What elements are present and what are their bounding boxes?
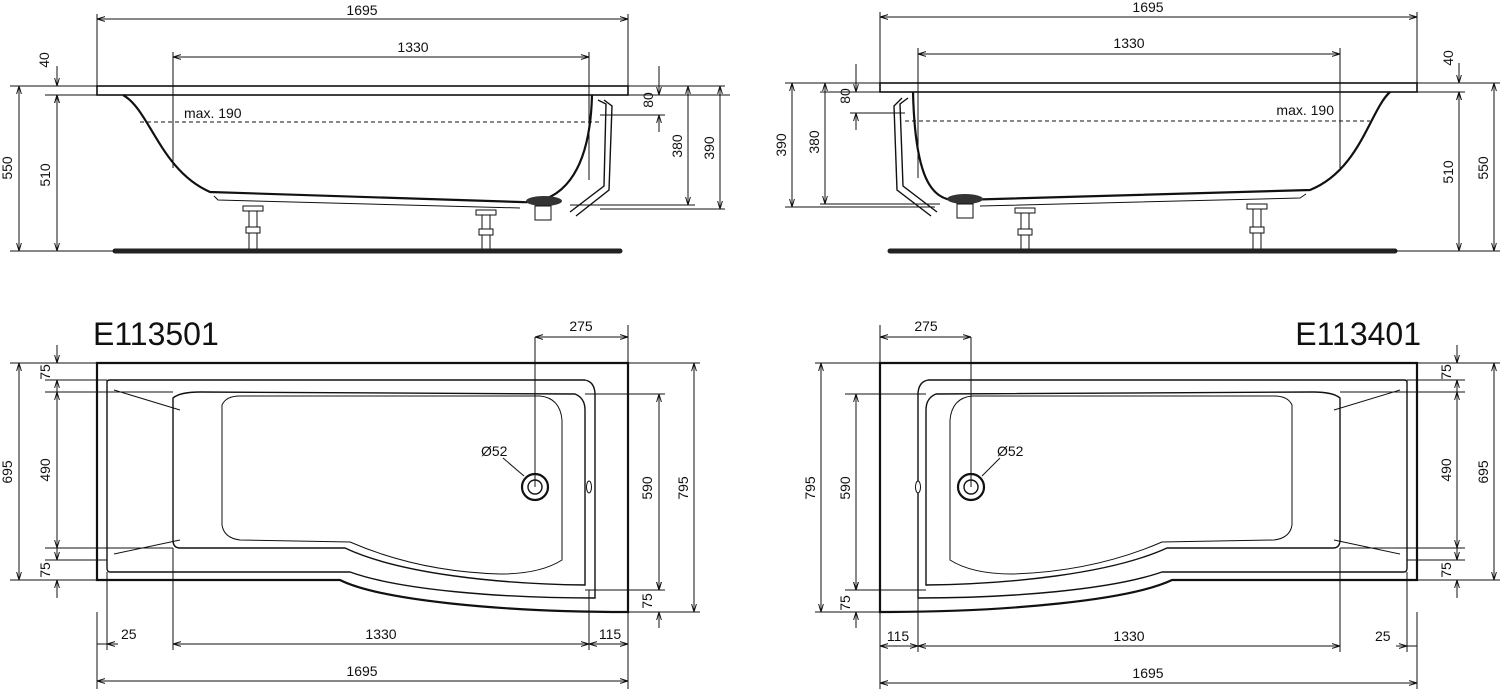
dim-inner-length: 1330	[397, 39, 428, 55]
dim-offset-right: 25	[1375, 628, 1391, 644]
dim-edge-bottom: 75	[1438, 562, 1454, 578]
dim-inner-wide: 590	[837, 476, 853, 500]
max-water-label: max. 190	[184, 105, 242, 121]
dim-width-narrow: 695	[1475, 460, 1491, 484]
dim-h380: 380	[669, 134, 685, 158]
dim-length: 1695	[1132, 0, 1163, 15]
overflow-hole	[586, 480, 592, 494]
dim-length: 1695	[346, 663, 377, 679]
dim-width-narrow: 695	[0, 460, 15, 484]
dim-edge-curve: 75	[837, 595, 853, 611]
dim-edge-bottom: 75	[37, 562, 53, 578]
dim-height-tub: 510	[37, 163, 53, 187]
dim-edge-top: 75	[1438, 364, 1454, 380]
drain-fitting	[947, 194, 983, 204]
model-code: E113401	[1295, 316, 1421, 352]
tub-leg	[242, 205, 264, 250]
dim-inner-length: 1330	[1113, 628, 1144, 644]
dim-h380: 380	[806, 130, 822, 154]
dim-h390: 390	[773, 133, 789, 157]
max-water-label: max. 190	[1276, 102, 1334, 118]
drain-diameter: Ø52	[997, 443, 1024, 459]
dim-inner-narrow: 490	[1438, 458, 1454, 482]
side-view-left: max. 190	[0, 2, 730, 254]
dim-offset-left: 25	[121, 626, 137, 642]
drain-diameter: Ø52	[481, 443, 508, 459]
tub-outline	[878, 361, 1419, 614]
dim-overflow: 80	[640, 92, 656, 108]
dim-offset-left: 115	[887, 628, 910, 644]
dim-inner-length: 1330	[365, 626, 396, 642]
dim-height-total: 550	[1475, 156, 1491, 180]
tub-leg	[1014, 207, 1036, 250]
dim-rim: 40	[1440, 50, 1456, 66]
dim-overflow: 80	[837, 88, 853, 104]
plan-view-left: E113501 Ø52 275 695 75	[0, 316, 700, 689]
tub-outline	[95, 361, 630, 614]
dim-rim: 40	[36, 52, 52, 68]
dim-h390: 390	[701, 136, 717, 160]
dim-height-total: 550	[0, 156, 15, 180]
dim-width-total: 795	[675, 476, 691, 500]
tub-shell	[122, 94, 594, 204]
dim-offset-right: 115	[599, 626, 622, 642]
dim-inner-narrow: 490	[37, 458, 53, 482]
dim-width-total: 795	[802, 476, 818, 500]
dim-inner-length: 1330	[1113, 35, 1144, 51]
dim-drain-offset: 275	[914, 318, 938, 334]
dim-drain-offset: 275	[569, 318, 593, 334]
dim-height-tub: 510	[1440, 160, 1456, 184]
dim-edge-curve: 75	[639, 593, 655, 609]
tub-rim	[879, 82, 1418, 93]
plan-view-right: E113401 Ø52 275 695 75 49	[802, 316, 1500, 689]
model-code: E113501	[93, 316, 219, 352]
tub-rim	[96, 85, 629, 96]
overflow-hole	[915, 480, 921, 494]
side-view-right: max. 190 1695 1330	[773, 0, 1500, 254]
tub-leg	[475, 209, 497, 250]
dim-edge-top: 75	[37, 364, 53, 380]
drain-fitting	[526, 196, 562, 206]
dim-inner-wide: 590	[639, 476, 655, 500]
dim-length: 1695	[346, 2, 377, 18]
dim-length: 1695	[1132, 665, 1163, 681]
tub-leg	[1246, 203, 1268, 250]
